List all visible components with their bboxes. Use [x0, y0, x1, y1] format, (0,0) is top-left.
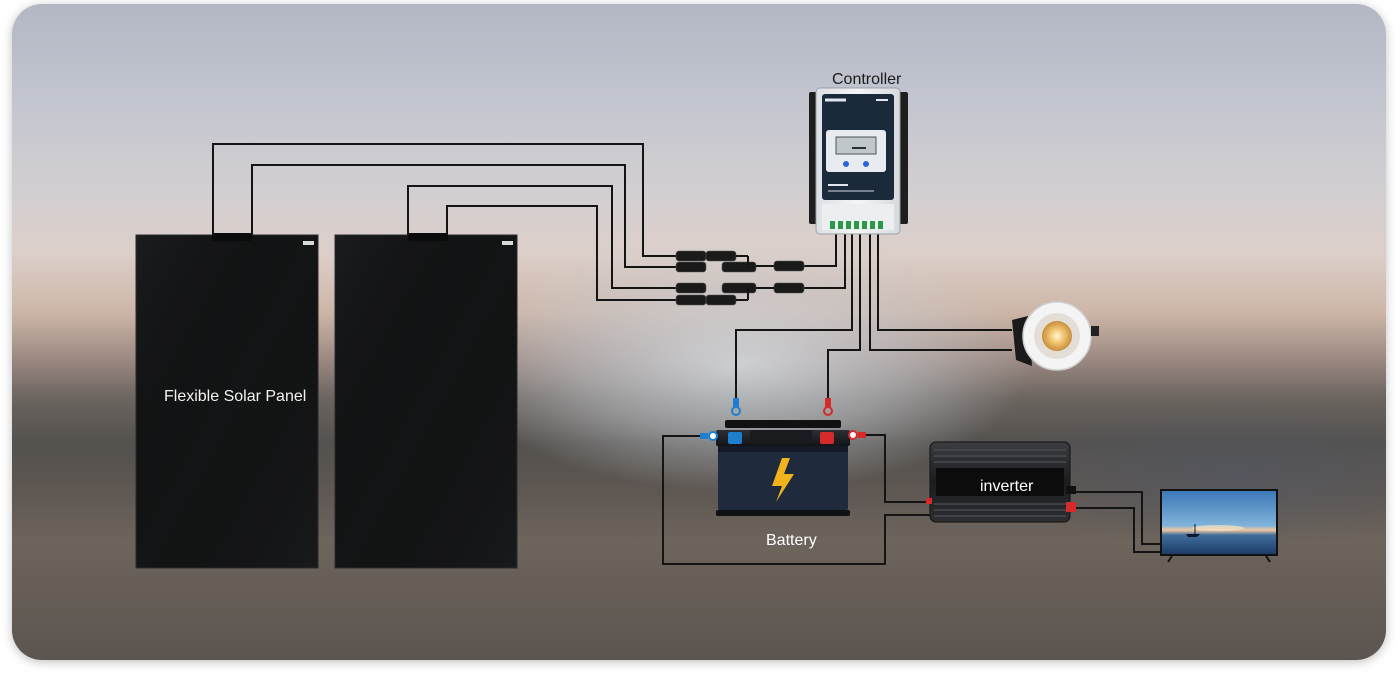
solar-panel-icon — [135, 233, 518, 569]
downlight-lamp-icon — [1012, 301, 1099, 371]
television-icon — [1160, 489, 1278, 563]
inverter-label: inverter — [980, 478, 1034, 495]
solar-panel-label: Flexible Solar Panel — [164, 388, 307, 405]
power-inverter-icon — [926, 441, 1076, 523]
mc4-connector-icon — [675, 250, 805, 306]
mppt-controller-icon — [809, 87, 908, 235]
battery-label: Battery — [766, 532, 817, 549]
car-battery-icon — [700, 398, 866, 516]
wiring — [212, 143, 1160, 565]
controller-label: Controller — [832, 71, 902, 88]
wiring-diagram-card: Flexible Solar Panel Controller Battery … — [12, 4, 1386, 660]
wiring-diagram — [135, 87, 1278, 569]
